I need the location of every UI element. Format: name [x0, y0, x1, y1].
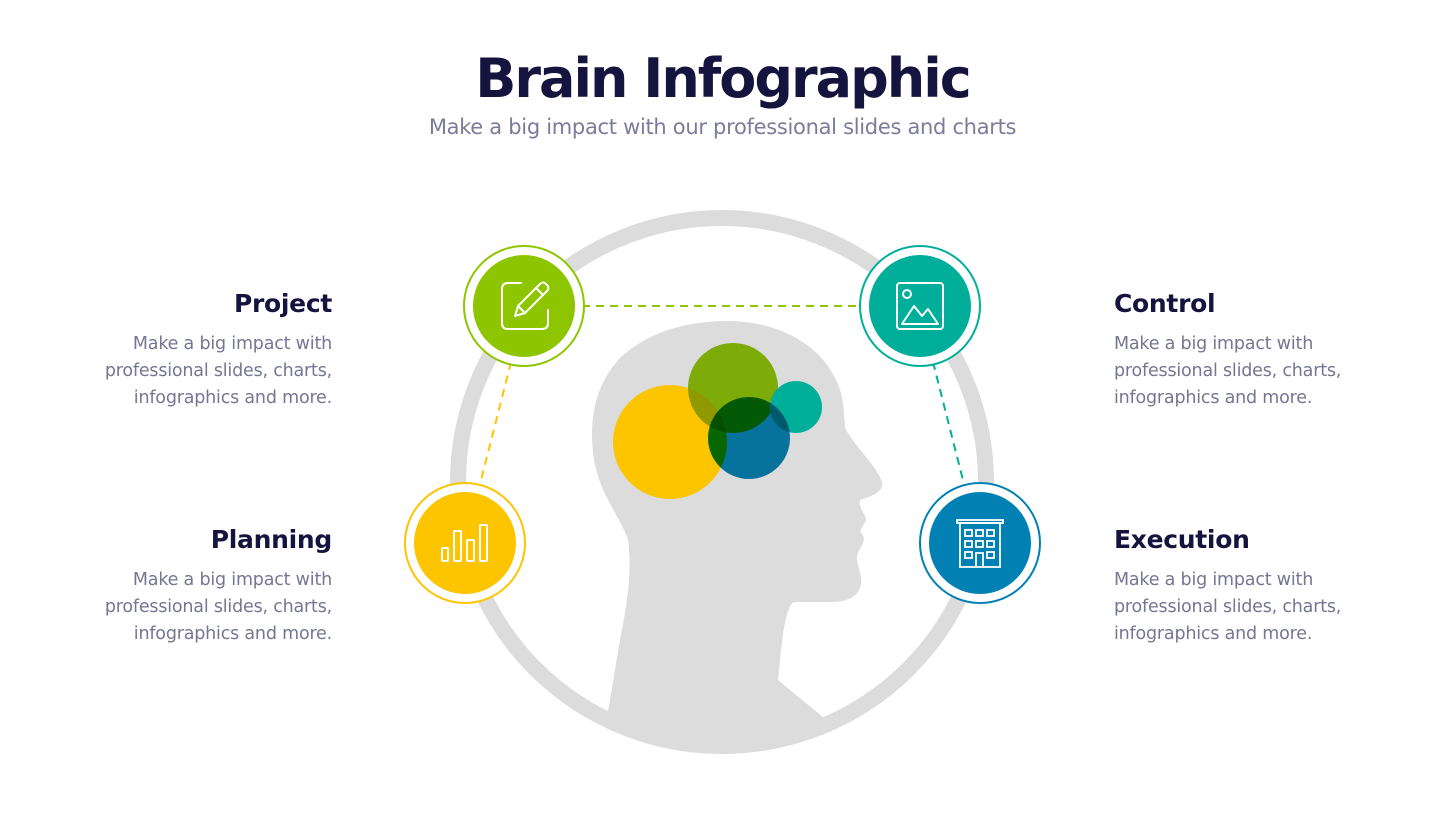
- brain-circle-blue: [708, 397, 790, 479]
- item-title: Project: [233, 289, 332, 318]
- brain-circles: [613, 343, 822, 499]
- item-title: Execution: [1114, 525, 1250, 554]
- node-control[interactable]: [859, 245, 981, 367]
- image-icon: [896, 282, 944, 330]
- building-icon: [956, 519, 1004, 568]
- page-subtitle: Make a big impact with our professional …: [428, 115, 1017, 139]
- bar-chart-icon: [441, 524, 488, 562]
- item-title: Planning: [210, 525, 333, 554]
- node-execution[interactable]: [919, 482, 1041, 604]
- node-planning[interactable]: [404, 482, 526, 604]
- page-title: Brain Infographic: [475, 47, 971, 110]
- edit-pencil-icon: [501, 281, 550, 330]
- node-project[interactable]: [463, 245, 585, 367]
- item-title: Control: [1114, 289, 1216, 318]
